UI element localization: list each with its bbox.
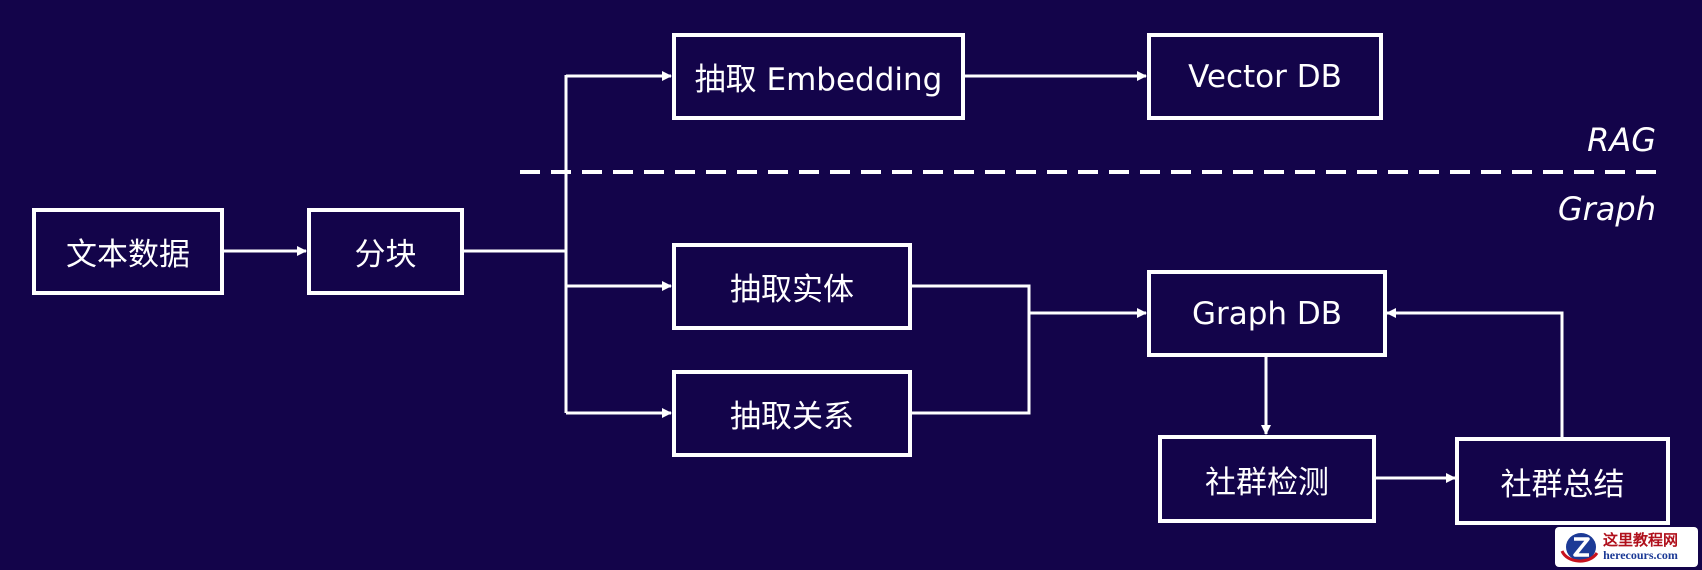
arrow-summary-to-graph-db xyxy=(1386,308,1564,438)
node-chunk: 分块 xyxy=(307,208,464,295)
node-extract-relation-label: 抽取关系 xyxy=(730,399,854,435)
region-label-graph: Graph xyxy=(1557,190,1656,228)
node-community-detection-label: 社群检测 xyxy=(1205,464,1329,501)
node-extract-embedding-label: 抽取 Embedding xyxy=(694,62,943,98)
watermark-cn: 这里教程网 xyxy=(1603,530,1679,549)
node-chunk-label: 分块 xyxy=(354,237,417,273)
node-extract-embedding: 抽取 Embedding xyxy=(672,33,965,120)
region-label-rag: RAG xyxy=(1587,121,1656,159)
node-text-data: 文本数据 xyxy=(32,208,224,295)
watermark-en: herecours.com xyxy=(1603,547,1678,562)
node-extract-entity-label: 抽取实体 xyxy=(730,272,854,308)
node-extract-entity: 抽取实体 xyxy=(672,243,912,330)
watermark-logo-icon xyxy=(1560,533,1599,563)
watermark: 这里教程网 herecours.com xyxy=(1555,527,1698,567)
node-community-summary: 社群总结 xyxy=(1455,437,1670,525)
node-graph-db: Graph DB xyxy=(1147,270,1387,357)
node-community-summary-label: 社群总结 xyxy=(1500,466,1625,503)
node-text-data-label: 文本数据 xyxy=(66,237,190,273)
node-community-detection: 社群检测 xyxy=(1158,435,1376,523)
node-graph-db-label: Graph DB xyxy=(1191,295,1343,332)
node-vector-db-label: Vector DB xyxy=(1188,58,1342,95)
node-vector-db: Vector DB xyxy=(1147,33,1383,120)
connector-entity-to-merge xyxy=(910,284,1031,415)
node-extract-relation: 抽取关系 xyxy=(672,370,912,457)
